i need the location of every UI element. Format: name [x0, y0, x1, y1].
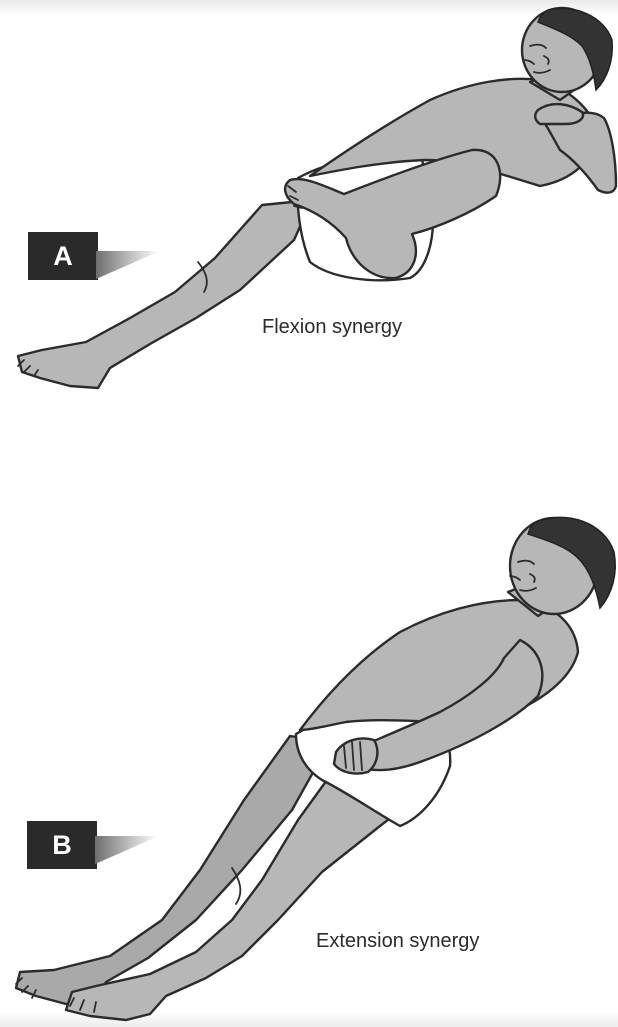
- extended-leg-a: [18, 200, 312, 388]
- extension-synergy-illustration: [0, 500, 618, 1027]
- panel-label-b: B: [27, 821, 97, 869]
- flexion-synergy-illustration: [0, 0, 618, 420]
- caption-extension-synergy: Extension synergy: [316, 930, 479, 953]
- caption-flexion-synergy: Flexion synergy: [262, 316, 402, 339]
- panel-label-a: A: [28, 232, 98, 280]
